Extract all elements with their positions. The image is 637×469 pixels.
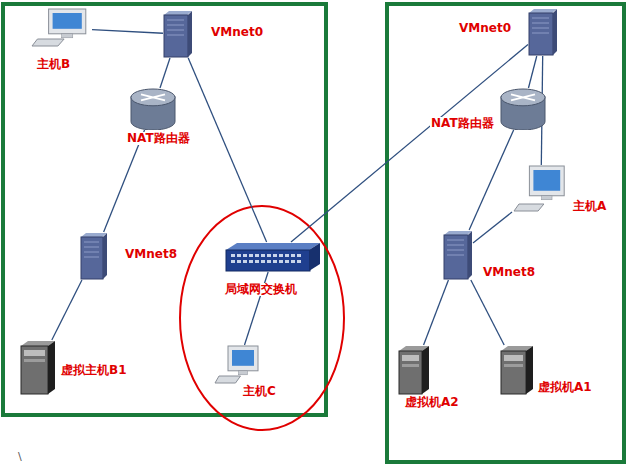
virtual-machine-icon [398,345,430,395]
network-link [473,212,512,243]
network-link [160,58,170,88]
vmnet-server: VMnet0 [163,10,193,58]
vmnet-server-icon [528,8,558,56]
virtual-machine-icon [20,340,56,395]
network-link [528,56,536,88]
host-computer: 主机A [512,165,570,213]
nat-router: NAT路由器 [130,88,176,130]
network-link [471,280,504,345]
node-label: NAT路由器 [126,132,191,145]
nat-router: NAT路由器 [500,88,546,130]
node-label: 主机C [242,385,277,398]
network-link [104,130,145,232]
virtual-machine: 虚拟主机B1 [20,340,56,395]
node-label: 虚拟机A2 [404,396,460,409]
node-label: VMnet8 [124,248,178,261]
node-label: VMnet0 [458,22,512,35]
network-link [188,58,266,242]
highlight-ellipse [180,206,344,430]
stray-mark: \ [18,450,22,463]
node-label: VMnet8 [482,266,536,279]
network-link [52,280,82,340]
vmnet-server: VMnet8 [443,230,473,280]
vmnet-server-icon [80,232,108,280]
vmnet-server: VMnet8 [80,232,108,280]
nat-router-icon [130,88,176,130]
vmnet-server-icon [163,10,193,58]
virtual-machine: 虚拟机A1 [500,345,534,395]
host-computer-icon [213,345,263,385]
lan-switch: 局域网交换机 [225,242,321,272]
node-label: 虚拟机A1 [537,381,593,394]
host-computer-icon [30,8,92,48]
virtual-machine: 虚拟机A2 [398,345,430,395]
vmnet-server-icon [443,230,473,280]
left-region [3,4,326,415]
node-label: 主机B [36,58,71,71]
virtual-machine-icon [500,345,534,395]
vmnet-server: VMnet0 [528,8,558,56]
host-computer: 主机B [30,8,92,48]
node-label: 虚拟主机B1 [60,364,128,377]
nat-router-icon [500,88,546,130]
network-link [92,30,163,34]
network-link [469,130,514,230]
node-label: NAT路由器 [430,117,495,130]
node-label: 主机A [572,200,607,213]
lan-switch-icon [225,242,321,272]
node-label: VMnet0 [210,26,264,39]
host-computer-icon [512,165,570,213]
host-computer: 主机C [213,345,263,385]
network-link [424,280,449,345]
node-label: 局域网交换机 [224,283,298,296]
right-region [387,4,624,462]
network-link [291,45,528,243]
